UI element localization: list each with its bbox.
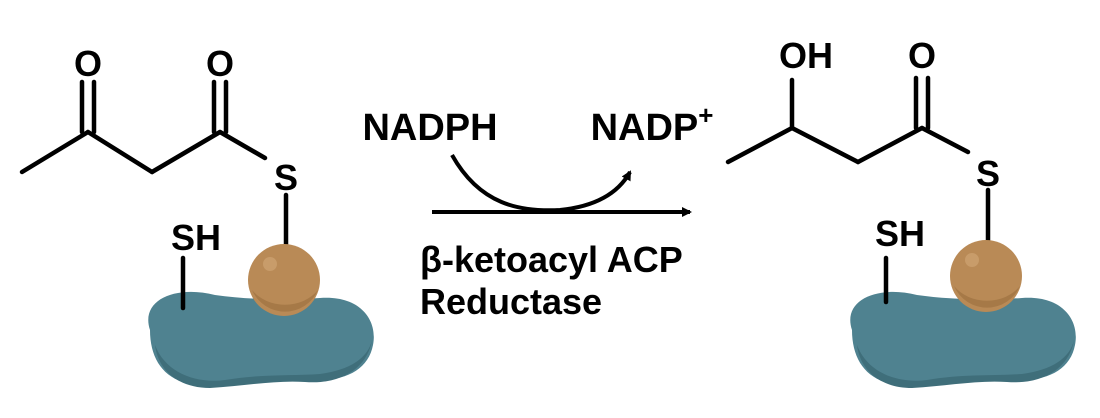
reactant-bond-ch3 (19, 129, 91, 175)
product-protein (850, 291, 1076, 388)
enzyme-name-line2: Reductase (420, 281, 602, 322)
reactant-sulfur: S (274, 157, 298, 198)
product-sulfur: S (976, 153, 1000, 194)
product-bond-c2c3 (789, 125, 861, 165)
reactant-protein-blob (148, 291, 374, 386)
reactant-prosthetic-highlight (263, 257, 277, 271)
reactant-ketone-oxygen: O (74, 43, 102, 84)
product-hydroxyl: OH (779, 35, 833, 76)
reactant: O O S SH (19, 43, 374, 388)
product-protein-shading (857, 340, 1074, 388)
reactant-bond-c2c3 (85, 129, 155, 175)
reaction-arrow-group: NADPH NADP+ β-ketoacyl ACP Reductase (362, 100, 713, 322)
product-bond-c3c4 (855, 125, 925, 165)
cofactor-nadph-label: NADPH (362, 107, 497, 149)
reactant-bond-c3c4 (149, 129, 223, 175)
enzyme-name-line1: β-ketoacyl ACP (420, 239, 683, 280)
reactant-thiol: SH (171, 217, 221, 258)
reactant-protein (148, 291, 374, 388)
cofactor-curved-arrow (450, 154, 632, 213)
reactant-protein-shading (155, 340, 372, 388)
product-bond-ch3 (725, 125, 795, 165)
reactant-bond-c4s (217, 129, 268, 161)
reactant-prosthetic-shading (252, 290, 318, 312)
product-prosthetic-highlight (965, 253, 979, 267)
product-thioester-oxygen: O (908, 35, 936, 76)
product-prosthetic-shading (954, 286, 1020, 308)
cofactor-nadp-label: NADP+ (591, 100, 714, 149)
product-thiol: SH (875, 213, 925, 254)
product-bond-c4s (919, 125, 971, 155)
cofactor-nadp-text: NADP (591, 107, 699, 149)
product-protein-blob (850, 291, 1076, 386)
cofactor-nadp-charge: + (698, 100, 713, 130)
product: OH O S SH (725, 35, 1076, 388)
reactant-thioester-oxygen: O (206, 43, 234, 84)
